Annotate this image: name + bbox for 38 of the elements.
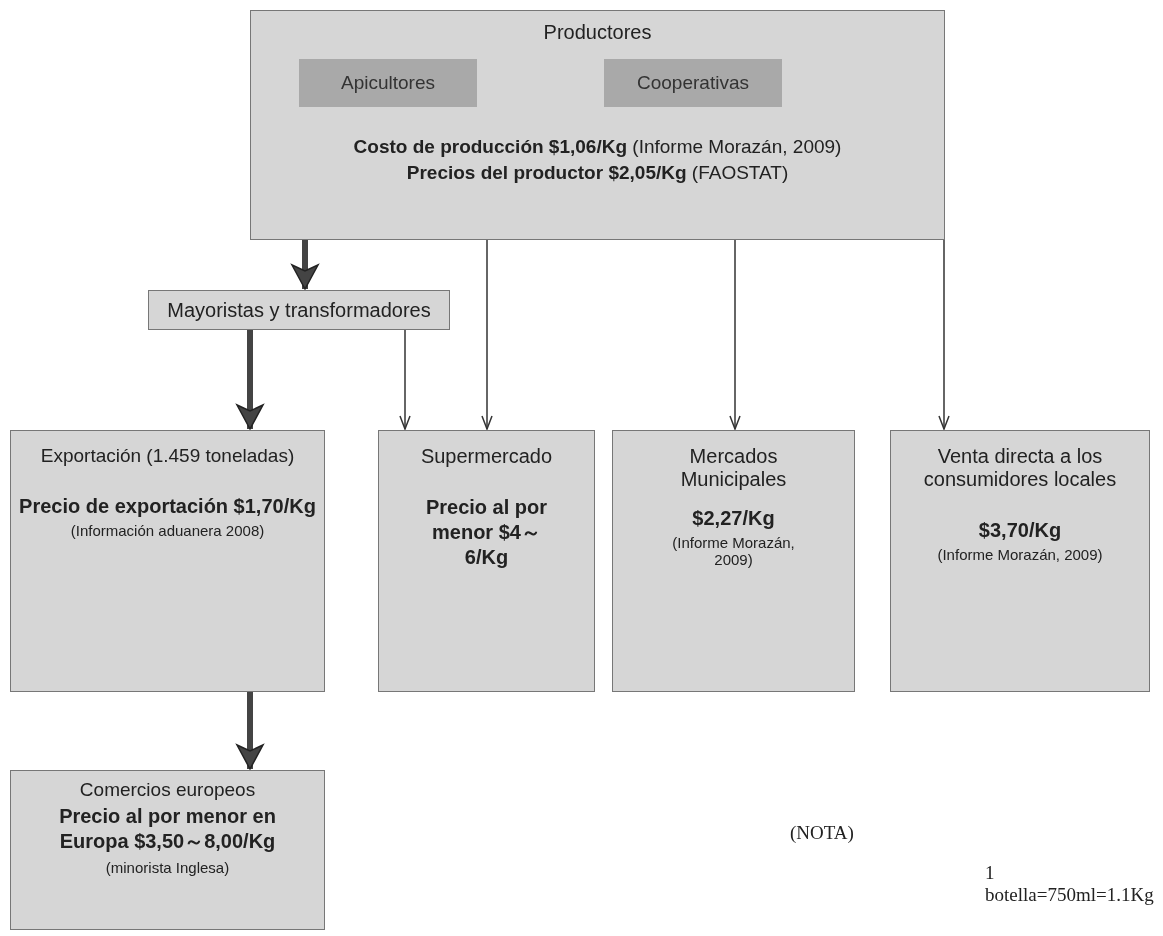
node-title: Productores [543, 21, 652, 44]
process-box [10, 430, 325, 692]
price-text: Precios del productor $2,05/Kg (FAOSTAT) [406, 162, 789, 184]
price-text: $3,70/Kg [978, 519, 1062, 542]
price-text: Precio al por menor $4～6/Kg [424, 496, 549, 569]
node-title: Supermercado [420, 445, 553, 468]
node-title: Exportación (1.459 toneladas) [40, 445, 295, 467]
price-text: $2,27/Kg [692, 507, 775, 530]
note-text: (NOTA) [790, 822, 854, 844]
arrow [481, 239, 493, 430]
arrow [236, 330, 264, 430]
price-text: (Información aduanera 2008) [70, 522, 265, 539]
price-text: Costo de producción $1,06/Kg (Informe Morazán, 2009) [353, 136, 842, 158]
node-title: Apicultores [341, 72, 435, 94]
process-box [378, 430, 595, 692]
node-title: Cooperativas [637, 72, 749, 94]
node-title: Mercados Municipales [679, 445, 788, 491]
note-text: 1 botella=750ml=1.1Kg [985, 862, 1155, 906]
price-text: Precio al por menor en Europa $3,50～8,00/Kg [58, 805, 277, 854]
price-text: (minorista Inglesa) [105, 859, 230, 876]
price-text: Precio de exportación $1,70/Kg [19, 495, 316, 518]
process-box [148, 290, 450, 330]
price-text: (Informe Morazán, 2009) [937, 546, 1103, 563]
process-box [612, 430, 855, 692]
process-box [10, 770, 325, 930]
arrow [399, 329, 411, 430]
category-box [604, 59, 782, 107]
arrow [236, 692, 264, 770]
arrow [938, 239, 950, 430]
node-title: Venta directa a los consumidores locales [922, 445, 1118, 491]
arrow [729, 239, 741, 430]
node-title: Comercios europeos [79, 779, 256, 801]
price-text: (Informe Morazán, 2009) [671, 534, 796, 568]
arrow [291, 240, 319, 290]
process-box [250, 10, 945, 240]
node-title: Mayoristas y transformadores [167, 299, 431, 322]
category-box [299, 59, 477, 107]
process-box [890, 430, 1150, 692]
